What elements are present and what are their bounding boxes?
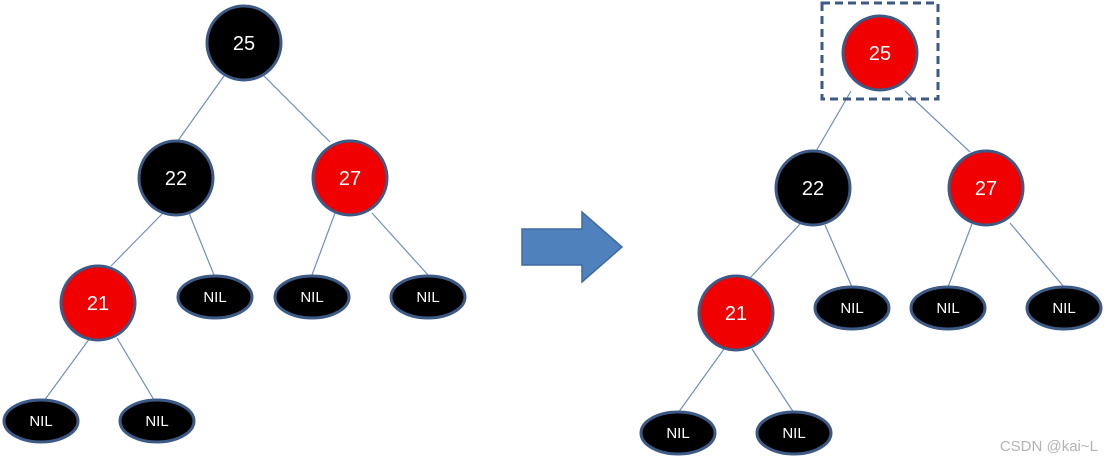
- left-node-22-label: 22: [165, 168, 187, 190]
- nil-label: NIL: [782, 425, 805, 442]
- right-root-label: 25: [869, 43, 891, 65]
- edge: [904, 90, 971, 153]
- edge: [263, 75, 331, 143]
- right-root-node: 25: [841, 14, 919, 92]
- edge: [749, 223, 801, 279]
- edge: [1009, 222, 1065, 288]
- watermark: CSDN @kai~L: [999, 438, 1098, 455]
- right-tree-nodes: 25 22 27 21 NIL NIL NIL NIL: [639, 14, 1103, 456]
- right-nil-27-left: NIL: [909, 285, 987, 331]
- edge: [751, 348, 795, 414]
- nil-label: NIL: [666, 425, 689, 442]
- edge: [116, 337, 158, 406]
- left-nil-27-left: NIL: [273, 274, 351, 320]
- right-nil-21-left: NIL: [639, 410, 717, 456]
- right-node-22: 22: [774, 149, 852, 227]
- right-nil-21-right: NIL: [755, 410, 833, 456]
- left-node-27-label: 27: [339, 168, 361, 190]
- left-root-node: 25: [205, 4, 283, 82]
- nil-label: NIL: [145, 413, 168, 430]
- left-tree-nodes: 25 22 27 21 NIL NIL NIL NIL: [2, 4, 467, 444]
- nil-label: NIL: [840, 300, 863, 317]
- edge: [311, 212, 336, 276]
- edge: [371, 212, 429, 276]
- left-node-22: 22: [137, 139, 215, 217]
- right-node-22-label: 22: [802, 178, 824, 200]
- left-root-label: 25: [233, 33, 255, 55]
- left-nil-21-left: NIL: [2, 398, 80, 444]
- left-tree-edges: [40, 75, 429, 406]
- right-nil-27-right: NIL: [1025, 285, 1103, 331]
- edge: [824, 224, 853, 288]
- left-nil-21-right: NIL: [118, 398, 196, 444]
- nil-label: NIL: [300, 289, 323, 306]
- nil-label: NIL: [1052, 300, 1075, 317]
- edge: [40, 337, 91, 406]
- nil-label: NIL: [416, 289, 439, 306]
- right-node-21-label: 21: [725, 303, 747, 325]
- edge: [677, 348, 725, 414]
- left-node-27: 27: [311, 139, 389, 217]
- left-nil-27-right: NIL: [389, 274, 467, 320]
- right-node-27: 27: [947, 149, 1025, 227]
- edge: [947, 223, 973, 288]
- right-node-21: 21: [697, 274, 775, 352]
- nil-label: NIL: [29, 413, 52, 430]
- transform-arrow-icon: [521, 210, 624, 284]
- left-node-21-label: 21: [87, 293, 109, 315]
- right-nil-22-right: NIL: [813, 285, 891, 331]
- left-nil-22-right: NIL: [176, 274, 254, 320]
- left-node-21: 21: [59, 264, 137, 342]
- edge: [110, 212, 164, 267]
- edge: [188, 212, 215, 276]
- nil-label: NIL: [936, 300, 959, 317]
- right-tree-edges: [677, 90, 1065, 414]
- nil-label: NIL: [203, 289, 226, 306]
- right-node-27-label: 27: [975, 178, 997, 200]
- edge: [176, 75, 225, 143]
- edge: [814, 90, 852, 154]
- root-highlight-box: [820, 1, 940, 101]
